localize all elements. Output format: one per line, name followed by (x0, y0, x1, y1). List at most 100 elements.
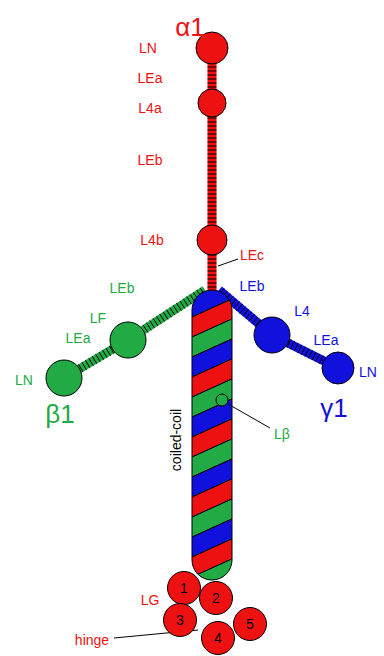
rod-hatch (208, 210, 217, 211)
rod-hatch (208, 79, 217, 80)
lg-domain: 2 (199, 581, 233, 615)
rod-hatch (316, 354, 320, 362)
rod-hatch (208, 263, 217, 264)
domain-globule (216, 394, 228, 406)
rod-hatch (208, 138, 217, 139)
domain-number: 4 (201, 621, 235, 655)
rod-hatch (208, 271, 217, 272)
rod-hatch (208, 259, 217, 260)
rod-hatch (208, 214, 217, 215)
domain-globule (198, 89, 226, 117)
domain-label: LEa (314, 333, 339, 347)
lg-circle (164, 604, 197, 637)
rod-hatch (208, 182, 217, 183)
rod-hatch (301, 347, 305, 355)
chain-name: α1 (175, 14, 205, 40)
rod-hatch (208, 150, 217, 151)
lg-domain: 4 (201, 621, 235, 655)
helix-strand (192, 558, 232, 580)
rod-hatch (180, 301, 185, 309)
rod-hatch (312, 352, 316, 360)
rod-hatch (208, 162, 217, 163)
domain-label: L4b (140, 233, 163, 247)
lg-domain: 3 (163, 603, 197, 637)
domain-label: LEc (240, 248, 264, 262)
domain-globule (110, 322, 146, 358)
domain-label: LEb (110, 281, 135, 295)
rod-hatch (208, 166, 217, 167)
leader-line (228, 404, 270, 428)
rod-hatch (249, 314, 255, 321)
rod-hatch (163, 312, 168, 320)
rod-hatch (96, 354, 101, 362)
rod-hatch (187, 297, 192, 305)
rod-hatch (208, 170, 217, 171)
rod-hatch (298, 345, 302, 353)
rod-hatch (166, 310, 171, 318)
rod-hatch (153, 318, 158, 326)
rod-hatch (208, 267, 217, 268)
rod-hatch (208, 283, 217, 284)
rod-hatch (85, 360, 90, 368)
domain-label: LEa (66, 331, 91, 345)
domain-label: LEb (138, 153, 163, 167)
lg-circle (168, 572, 201, 605)
rod-hatch (208, 134, 217, 135)
rod-hatch (146, 323, 151, 331)
lg-circle (200, 582, 233, 615)
rod-hatch (208, 190, 217, 191)
rod-hatch (156, 316, 161, 324)
rod-hatch (208, 154, 217, 155)
domain-globule (254, 317, 290, 353)
chain-name: β1 (45, 401, 74, 427)
domain-number: 2 (199, 581, 233, 615)
rod-hatch (208, 222, 217, 223)
rod-hatch (208, 279, 217, 280)
domain-label: Lβ (274, 427, 290, 441)
rod-hatch (89, 358, 94, 366)
rod-hatch (243, 309, 249, 316)
rod-hatch (305, 348, 309, 356)
rod-hatch (106, 348, 111, 356)
chain-name: γ1 (320, 395, 347, 421)
domain-label: L4 (294, 304, 310, 318)
lg-circle (202, 622, 235, 655)
hatched-rod (208, 103, 217, 240)
rod-hatch (99, 352, 104, 360)
domain-label: LEb (240, 279, 265, 293)
rod-hatch (208, 206, 217, 207)
rod-hatch (173, 305, 178, 313)
rod-hatch (208, 202, 217, 203)
domain-label: LN (139, 41, 157, 55)
rod-hatch (208, 142, 217, 143)
rod-hatch (208, 75, 217, 76)
rod-hatch (208, 71, 217, 72)
domain-globule (322, 352, 354, 384)
rod-hatch (237, 304, 243, 311)
lg-circle (234, 608, 267, 641)
domain-number: 3 (163, 603, 197, 637)
rod-hatch (170, 307, 175, 315)
rod-hatch (208, 118, 217, 119)
rod-hatch (208, 174, 217, 175)
rod-hatch (208, 67, 217, 68)
rod-hatch (183, 299, 188, 307)
rod-hatch (82, 362, 87, 370)
domain-label: LF (90, 311, 106, 325)
rod-hatch (177, 303, 182, 311)
rod-hatch (208, 122, 217, 123)
lg-domain: 1 (167, 571, 201, 605)
rod-hatch (208, 287, 217, 288)
domain-label: L4a (138, 101, 161, 115)
rod-hatch (208, 275, 217, 276)
domain-globule (46, 360, 82, 396)
domain-number: 1 (167, 571, 201, 605)
lg-domain: 5 (233, 607, 267, 641)
rod-hatch (291, 341, 295, 349)
domain-number: 5 (233, 607, 267, 641)
domain-label: coiled-coil (169, 409, 183, 471)
rod-hatch (208, 158, 217, 159)
rod-hatch (208, 126, 217, 127)
